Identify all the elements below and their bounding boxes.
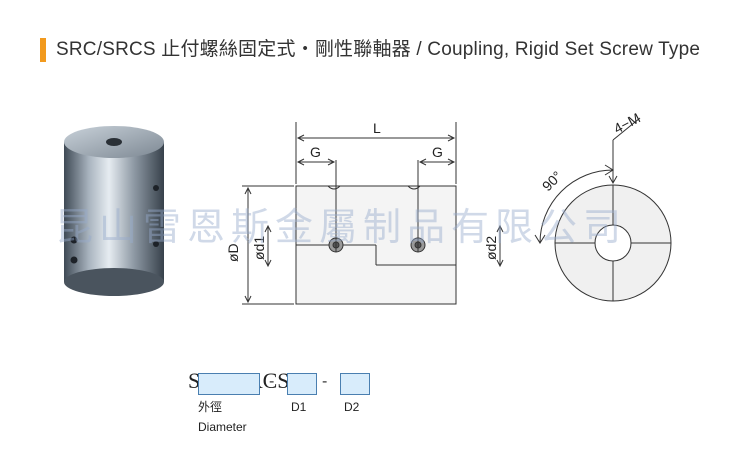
end-view bbox=[534, 117, 672, 302]
d2-field[interactable] bbox=[340, 373, 370, 395]
diameter-cn-label: 外徑 bbox=[198, 400, 223, 414]
gap-left-label: G bbox=[310, 144, 321, 160]
outer-diameter-label: øD bbox=[225, 243, 241, 262]
separator: - bbox=[269, 373, 275, 390]
d2-label: D2 bbox=[344, 400, 360, 414]
diameter-en-label: Diameter bbox=[198, 420, 247, 434]
d1-field[interactable] bbox=[287, 373, 317, 395]
bore2-label: ød2 bbox=[483, 236, 499, 260]
product-photo bbox=[64, 126, 164, 296]
bore1-label: ød1 bbox=[251, 236, 267, 260]
separator: - bbox=[322, 373, 328, 390]
side-view bbox=[242, 122, 504, 305]
d1-label: D1 bbox=[291, 400, 307, 414]
page-title: SRC/SRCS 止付螺絲固定式・剛性聯軸器 / Coupling, Rigid… bbox=[56, 39, 701, 60]
watermark: 昆山雷恩斯金屬制品有限公司 bbox=[55, 205, 628, 249]
title-accent-bar bbox=[40, 38, 46, 62]
length-label: L bbox=[373, 120, 381, 136]
diameter-field[interactable] bbox=[198, 373, 260, 395]
screw-label: 4−M bbox=[611, 110, 643, 137]
gap-right-label: G bbox=[432, 144, 443, 160]
angle-label: 90° bbox=[539, 168, 565, 194]
